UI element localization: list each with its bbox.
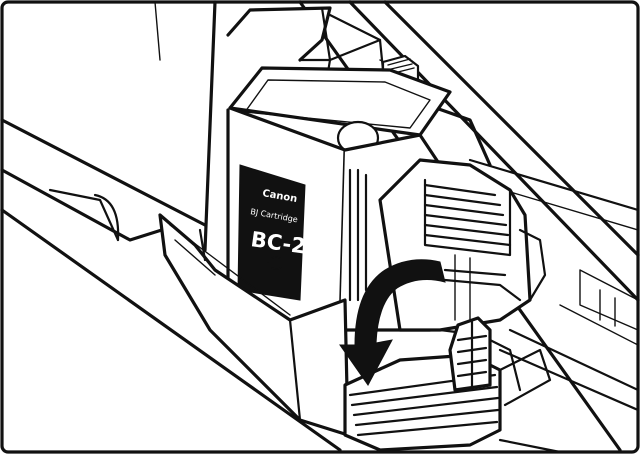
printer-left-body	[0, 0, 342, 452]
front-latch-cover[interactable]	[158, 213, 350, 437]
cartridge-label-panel	[237, 164, 306, 301]
latch-tower	[448, 316, 492, 392]
carriage-gear-assembly	[378, 158, 547, 332]
bottom-rail	[498, 438, 562, 454]
cartridge-logo-mark	[267, 256, 285, 270]
curved-arrow-icon	[339, 259, 446, 386]
